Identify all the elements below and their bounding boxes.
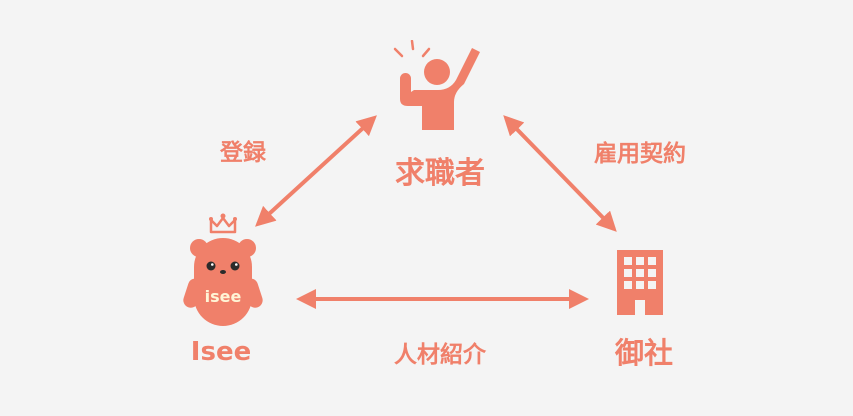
registration-arrow <box>255 115 377 227</box>
registration-label: 登録 <box>220 140 266 166</box>
employment-contract-label: 雇用契約 <box>594 141 686 167</box>
company-label: 御社 <box>614 336 674 370</box>
crown-icon <box>209 213 237 234</box>
job-seeker-label: 求職者 <box>395 156 485 191</box>
referral-label: 人材紹介 <box>394 342 486 368</box>
mascot-text: isee <box>205 287 242 306</box>
isee-label: Isee <box>190 337 252 367</box>
person-raising-hand-icon <box>393 40 480 130</box>
bear-mascot-icon: isee <box>183 213 263 326</box>
office-building-icon <box>617 250 663 315</box>
employment-contract-arrow <box>503 115 617 232</box>
